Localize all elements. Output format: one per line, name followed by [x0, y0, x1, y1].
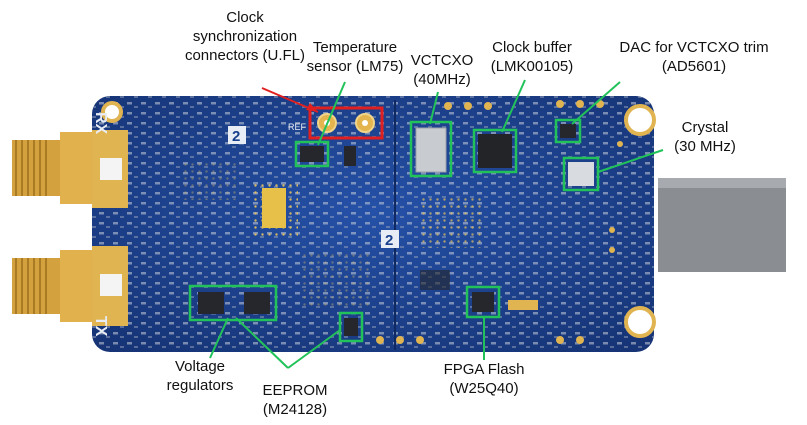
label-eeprom: EEPROM (M24128): [262, 382, 328, 418]
label-fpga-flash: FPGA Flash (W25Q40): [443, 361, 525, 397]
clock-buffer-pointer: [501, 79, 526, 133]
label-clock-buffer: Clock buffer (LMK00105): [490, 39, 574, 75]
label-dac: DAC for VCTCXO trim (AD5601): [619, 39, 769, 75]
vctcxo-pointer: [429, 91, 439, 125]
eeprom-highlight: [338, 311, 364, 343]
silk-2b: 2: [385, 232, 393, 249]
temp-sensor-pointer: [317, 81, 346, 146]
label-temp-sensor: Temperature sensor (LM75): [306, 39, 404, 75]
silk-rx: RX: [92, 112, 109, 135]
crystal-pointer: [597, 149, 664, 173]
dac-highlight: [554, 118, 582, 144]
crystal-highlight: [562, 156, 600, 192]
mounting-holes: [101, 101, 656, 338]
voltage-regs-pointer: [209, 317, 229, 359]
usb-connector: [658, 178, 786, 272]
label-crystal: Crystal (30 MHz): [674, 119, 736, 155]
sma-connector-tx: [12, 250, 98, 322]
clock-buffer-highlight: [472, 128, 518, 174]
label-clock-sync: Clock synchronization connectors (U.FL): [184, 9, 306, 64]
silk-tx: TX: [92, 316, 109, 337]
eeprom-pointer-2: [287, 329, 341, 369]
dac-pointer: [571, 81, 621, 125]
voltage-regs-highlight: [188, 284, 278, 322]
silk-ref: REF: [288, 122, 307, 132]
temp-sensor-highlight: [294, 140, 330, 168]
silk-2a: 2: [232, 128, 240, 145]
clock-sync-highlight: [308, 106, 384, 140]
sma-connector-rx: [12, 132, 98, 204]
label-voltage-regs: Voltage regulators: [166, 358, 234, 394]
label-vctcxo: VCTCXO (40MHz): [410, 52, 474, 88]
eeprom-pointer-1: [235, 317, 289, 369]
